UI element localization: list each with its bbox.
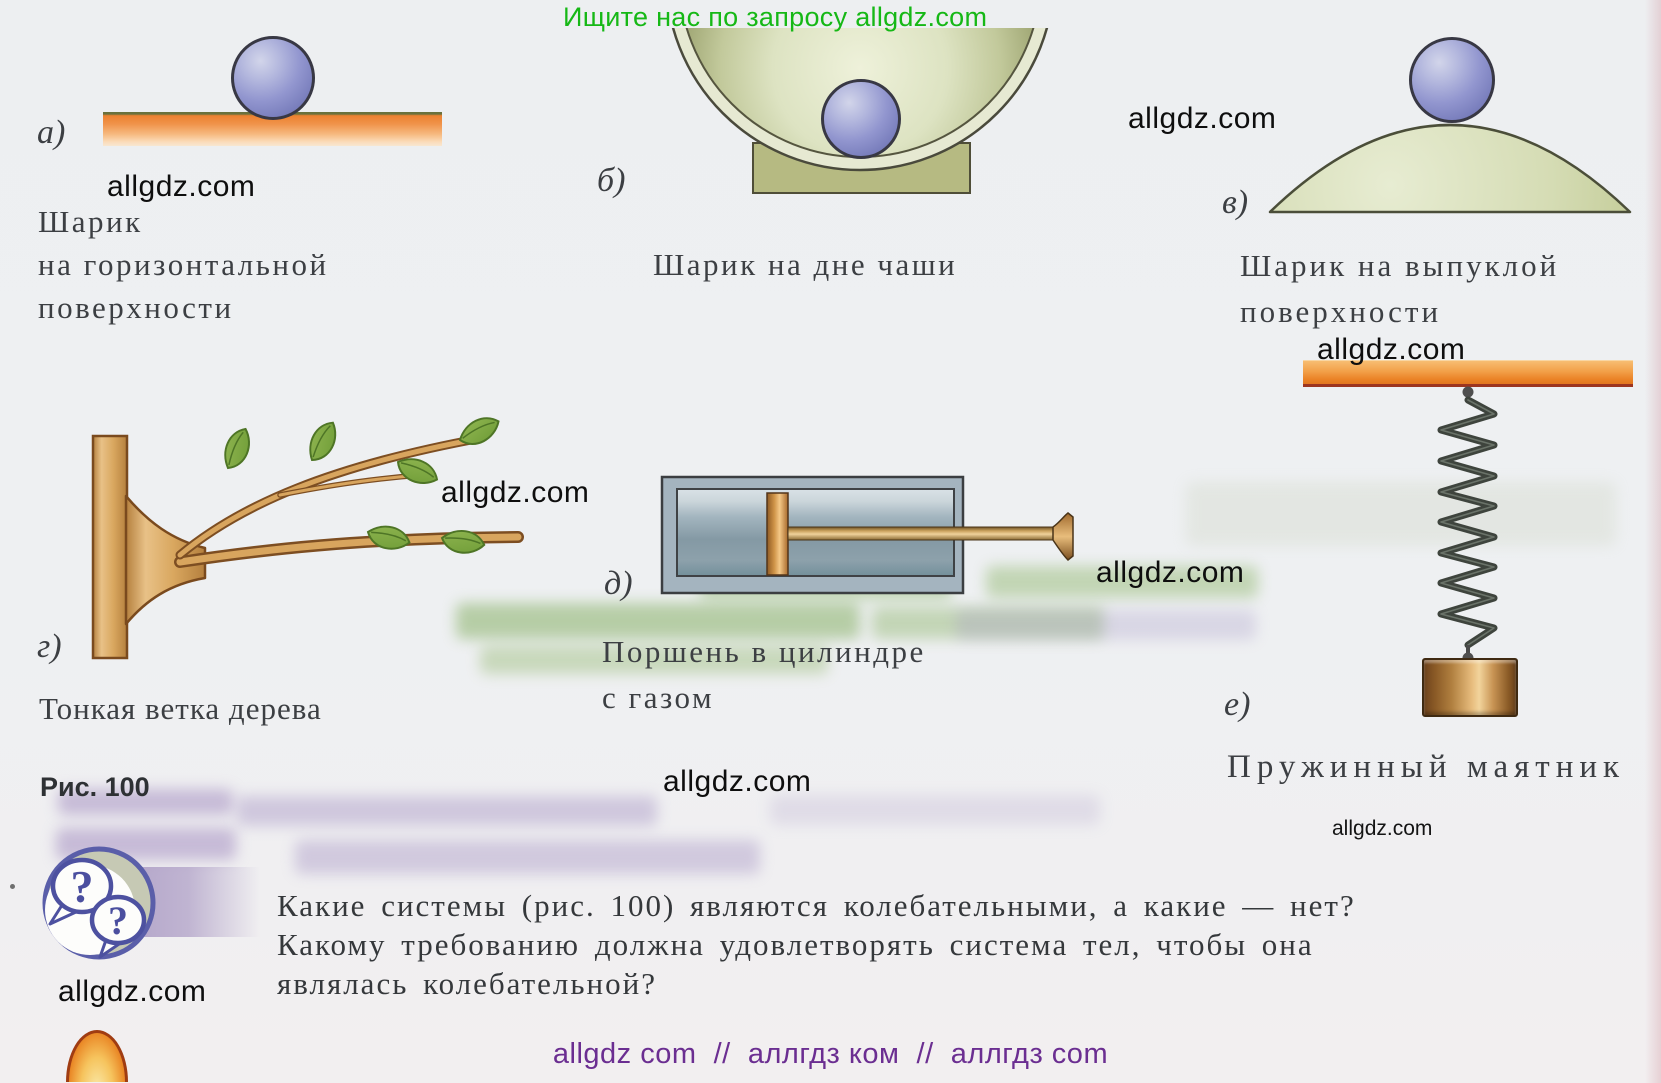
leaf [363, 517, 414, 558]
questions-icon: ? ? [42, 846, 156, 960]
bleed-through-blur [956, 610, 1256, 640]
panel-b-label: б) [597, 162, 626, 199]
question-text-line: являлась колебательной? [277, 966, 657, 1001]
header-promo-text: Ищите нас по запросу allgdz.com [563, 2, 988, 32]
speech-bubble [89, 894, 147, 946]
panel-v-label: в) [1222, 184, 1249, 221]
caption-line: на горизонтальной [38, 247, 329, 282]
spring-top-hook [1462, 386, 1474, 398]
tree-trunk [91, 434, 129, 660]
page-speck [10, 884, 15, 889]
ceiling-bar [1303, 360, 1633, 387]
tree-branch-illustration [91, 413, 524, 660]
convex-surface-illustration [1268, 123, 1632, 214]
piston-rod [787, 526, 1054, 541]
watermark: allgdz.com [1096, 556, 1245, 589]
watermark: allgdz.com [107, 170, 256, 203]
footer-promo-text: allgdz com // аллгдз ком // аллгдз com [552, 1038, 1109, 1070]
upper-branch [177, 435, 485, 558]
panel-b-caption: Шарик на дне чаши [653, 247, 958, 282]
panel-d-caption: Поршень в цилиндре с газом [602, 629, 926, 721]
watermark: allgdz.com [1317, 333, 1466, 366]
bleed-through-blur [295, 840, 760, 874]
branch-fork [124, 494, 207, 626]
page-edge-shadow [1645, 0, 1661, 1083]
panel-v-caption: Шарик на выпуклой поверхности [1240, 243, 1559, 335]
question-text-line: Какому требованию должна удовлетворять с… [277, 927, 1314, 962]
panel-e-caption: Пружинный маятник [1227, 749, 1626, 785]
bleed-through-blur [58, 789, 233, 815]
figure-number-label: Рис. 100 [40, 772, 150, 802]
piston-cylinder-illustration [660, 475, 1074, 595]
panel-d-label: д) [604, 565, 633, 602]
ball-on-dome [1409, 37, 1495, 123]
bleed-through-blur [770, 795, 1100, 825]
panel-g-label: г) [37, 628, 62, 665]
spring-illustration [1437, 386, 1498, 664]
caption-line: поверхности [1240, 294, 1442, 329]
speech-bubble [50, 857, 114, 915]
bleed-through-blur [1186, 482, 1616, 546]
leaf [455, 413, 504, 449]
bleed-through-blur [480, 646, 828, 674]
panel-g-caption: Тонкая ветка дерева [39, 691, 322, 726]
leaf [438, 522, 488, 561]
watermark: allgdz.com [441, 476, 590, 509]
question-mark-glyph: ? [108, 898, 128, 943]
bleed-through-blur [986, 566, 1258, 598]
convex-dome [1268, 123, 1632, 214]
watermark: allgdz.com [1332, 817, 1433, 840]
watermark: allgdz.com [1128, 102, 1277, 135]
watermark: allgdz.com [663, 765, 812, 798]
panel-a-label: а) [37, 114, 66, 151]
bleed-through-blur [872, 607, 1104, 639]
bleed-through-blur [237, 796, 657, 826]
piston [766, 492, 789, 576]
question-mark-glyph: ? [71, 861, 94, 912]
question-text-line: Какие системы (рис. 100) являются колеба… [277, 888, 1356, 923]
leaf [214, 424, 260, 474]
caption-line: с газом [602, 680, 715, 715]
rod-handle [1052, 512, 1074, 562]
leaf [299, 417, 347, 467]
panel-a-caption: Шарик на горизонтальной поверхности [38, 200, 329, 329]
panel-e-label: е) [1224, 686, 1251, 723]
bleed-through-blur [456, 603, 860, 639]
ball-in-bowl [821, 79, 901, 159]
ball-on-surface [231, 36, 315, 120]
pendulum-weight [1422, 658, 1518, 717]
watermark: allgdz.com [58, 975, 207, 1008]
caption-line: поверхности [38, 290, 234, 325]
caption-line: Поршень в цилиндре [602, 634, 926, 669]
caption-line: Шарик [38, 204, 143, 239]
caption-line: Шарик на выпуклой [1240, 248, 1560, 283]
